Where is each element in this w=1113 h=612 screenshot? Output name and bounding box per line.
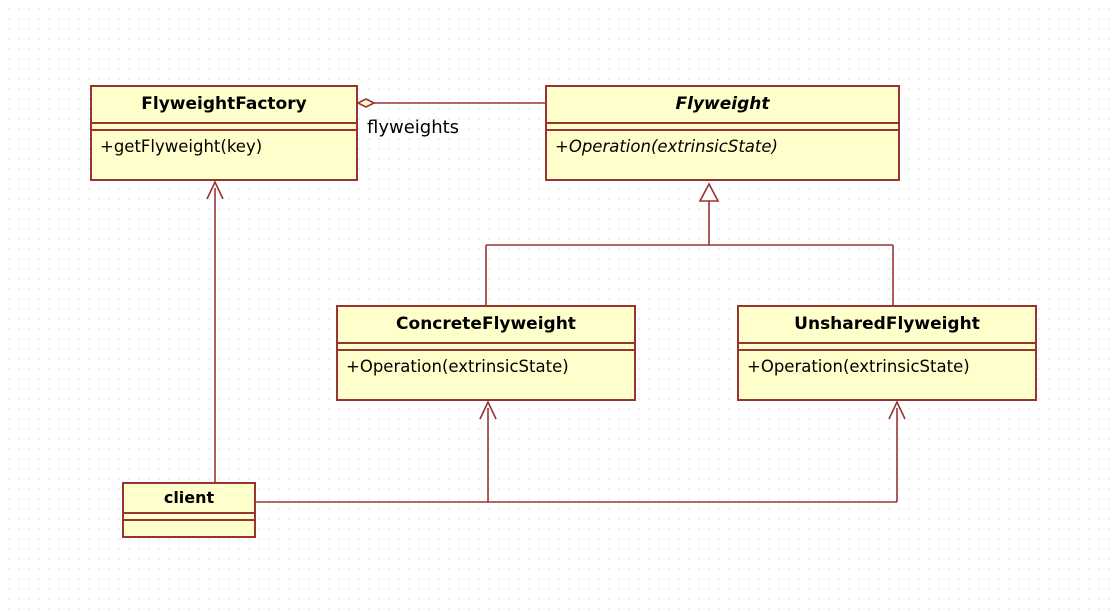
- class-operation-unshared-flyweight-operation: +Operation(extrinsicState): [747, 357, 970, 376]
- edge-dep-client-concrete[interactable]: [256, 400, 497, 503]
- aggregation-diamond-icon: [356, 98, 376, 108]
- class-attributes-flyweight-factory: [92, 124, 356, 131]
- class-operation-concrete-flyweight-operation: +Operation(extrinsicState): [346, 357, 569, 376]
- class-attributes-client: [124, 514, 254, 521]
- class-box-unshared-flyweight[interactable]: UnsharedFlyweight +Operation(extrinsicSt…: [737, 305, 1037, 401]
- class-operation-flyweight-operation: +Operation(extrinsicState): [555, 137, 778, 156]
- class-attributes-unshared-flyweight: [739, 344, 1035, 351]
- edge-dep-client-factory[interactable]: [206, 180, 224, 482]
- class-name-unshared-flyweight: UnsharedFlyweight: [739, 307, 1035, 344]
- class-box-concrete-flyweight[interactable]: ConcreteFlyweight +Operation(extrinsicSt…: [336, 305, 636, 401]
- class-box-flyweight-factory[interactable]: FlyweightFactory +getFlyweight(key): [90, 85, 358, 181]
- class-name-flyweight: Flyweight: [547, 87, 898, 124]
- open-arrowhead-icon: [206, 180, 224, 200]
- edge-generalization-group[interactable]: [485, 182, 894, 305]
- edge-dep-client-unshared[interactable]: [488, 400, 906, 503]
- edge-label-flyweights: flyweights: [367, 117, 460, 138]
- class-name-flyweight-factory: FlyweightFactory: [92, 87, 356, 124]
- class-operation-get-flyweight: +getFlyweight(key): [100, 137, 263, 156]
- class-operations-client: [124, 521, 254, 531]
- class-attributes-concrete-flyweight: [338, 344, 634, 351]
- class-name-client: client: [124, 484, 254, 514]
- edge-aggregation-flyweights[interactable]: [356, 98, 545, 108]
- class-attributes-flyweight: [547, 124, 898, 131]
- class-box-client[interactable]: client: [122, 482, 256, 538]
- open-arrowhead-icon: [479, 400, 497, 420]
- open-arrowhead-icon: [888, 400, 906, 420]
- class-box-flyweight[interactable]: Flyweight +Operation(extrinsicState): [545, 85, 900, 181]
- class-name-concrete-flyweight: ConcreteFlyweight: [338, 307, 634, 344]
- generalization-triangle-icon: [698, 182, 720, 202]
